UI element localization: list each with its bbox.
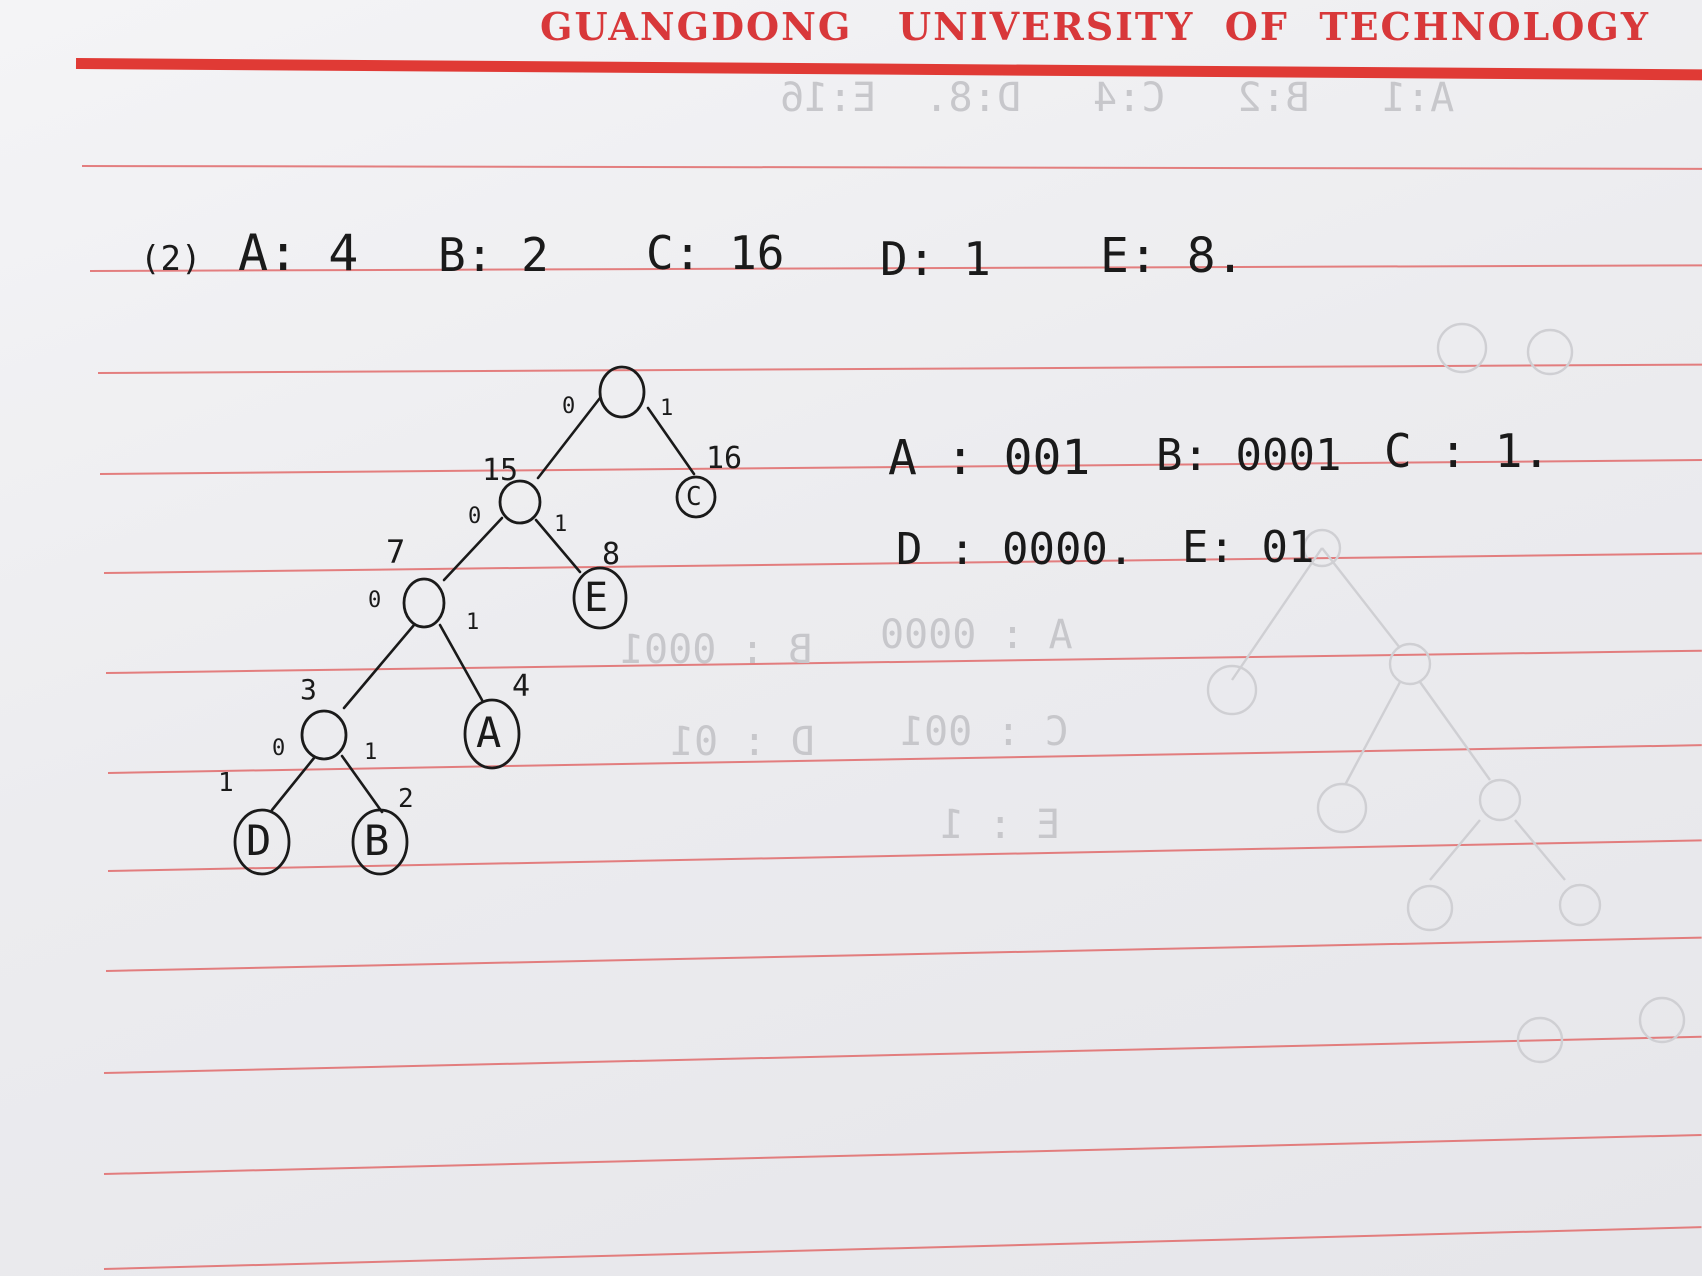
part-label: (2) (140, 239, 202, 279)
tree-edge (442, 516, 504, 582)
edge-label-1: 1 (466, 610, 480, 635)
node-weight: 7 (386, 533, 406, 571)
node-weight: 1 (218, 768, 234, 798)
tree-internal-node (300, 709, 348, 761)
frequency-a: A: 4 (238, 224, 359, 282)
tree-internal-node (498, 479, 542, 525)
edge-label-0: 0 (368, 588, 382, 613)
leaf-symbol: A (476, 708, 502, 757)
node-weight: 2 (398, 784, 414, 814)
tree-edge (536, 396, 602, 480)
frequency-c: C: 16 (646, 226, 785, 280)
leaf-symbol: E (584, 575, 609, 621)
tree-leaf-node (463, 698, 521, 770)
tree-edge (534, 518, 582, 574)
leaf-symbol: D (246, 816, 272, 865)
leaf-symbol: C (686, 482, 702, 512)
node-weight: 3 (300, 673, 317, 706)
node-weight: 8 (602, 537, 621, 572)
tree-root-node (598, 365, 646, 419)
university-header: GUANGDONG UNIVERSITY OF TECHNOLOGY (540, 4, 1650, 49)
tree-leaf-node (572, 566, 628, 630)
node-weight: 4 (512, 669, 531, 704)
code-b: B: 0001 (1156, 430, 1342, 481)
edge-label-1: 1 (554, 512, 568, 537)
tree-edge (340, 754, 384, 814)
edge-label-0: 0 (272, 736, 286, 761)
edge-label-1: 1 (660, 396, 674, 421)
code-d: D : 0000. (896, 524, 1135, 575)
frequency-e: E: 8. (1100, 228, 1245, 284)
node-weight: 16 (706, 441, 743, 476)
tree-leaf-node (675, 475, 717, 519)
tree-edge (646, 406, 696, 476)
frequency-b: B: 2 (438, 228, 549, 282)
edge-label-0: 0 (468, 504, 482, 529)
frequency-d: D: 1 (880, 232, 991, 286)
node-weight: 15 (482, 453, 519, 488)
code-c: C : 1. (1384, 424, 1551, 478)
tree-leaf-node (351, 808, 409, 876)
edge-label-0: 0 (562, 394, 576, 419)
edge-label-1: 1 (364, 740, 378, 765)
tree-edge (270, 756, 316, 812)
tree-edge (342, 623, 416, 710)
tree-internal-node (402, 577, 446, 629)
tree-edge (438, 623, 484, 702)
tree-leaf-node (233, 808, 291, 876)
code-e: E: 01 (1182, 522, 1315, 573)
leaf-symbol: B (364, 816, 390, 865)
code-a: A : 001 (888, 430, 1091, 486)
